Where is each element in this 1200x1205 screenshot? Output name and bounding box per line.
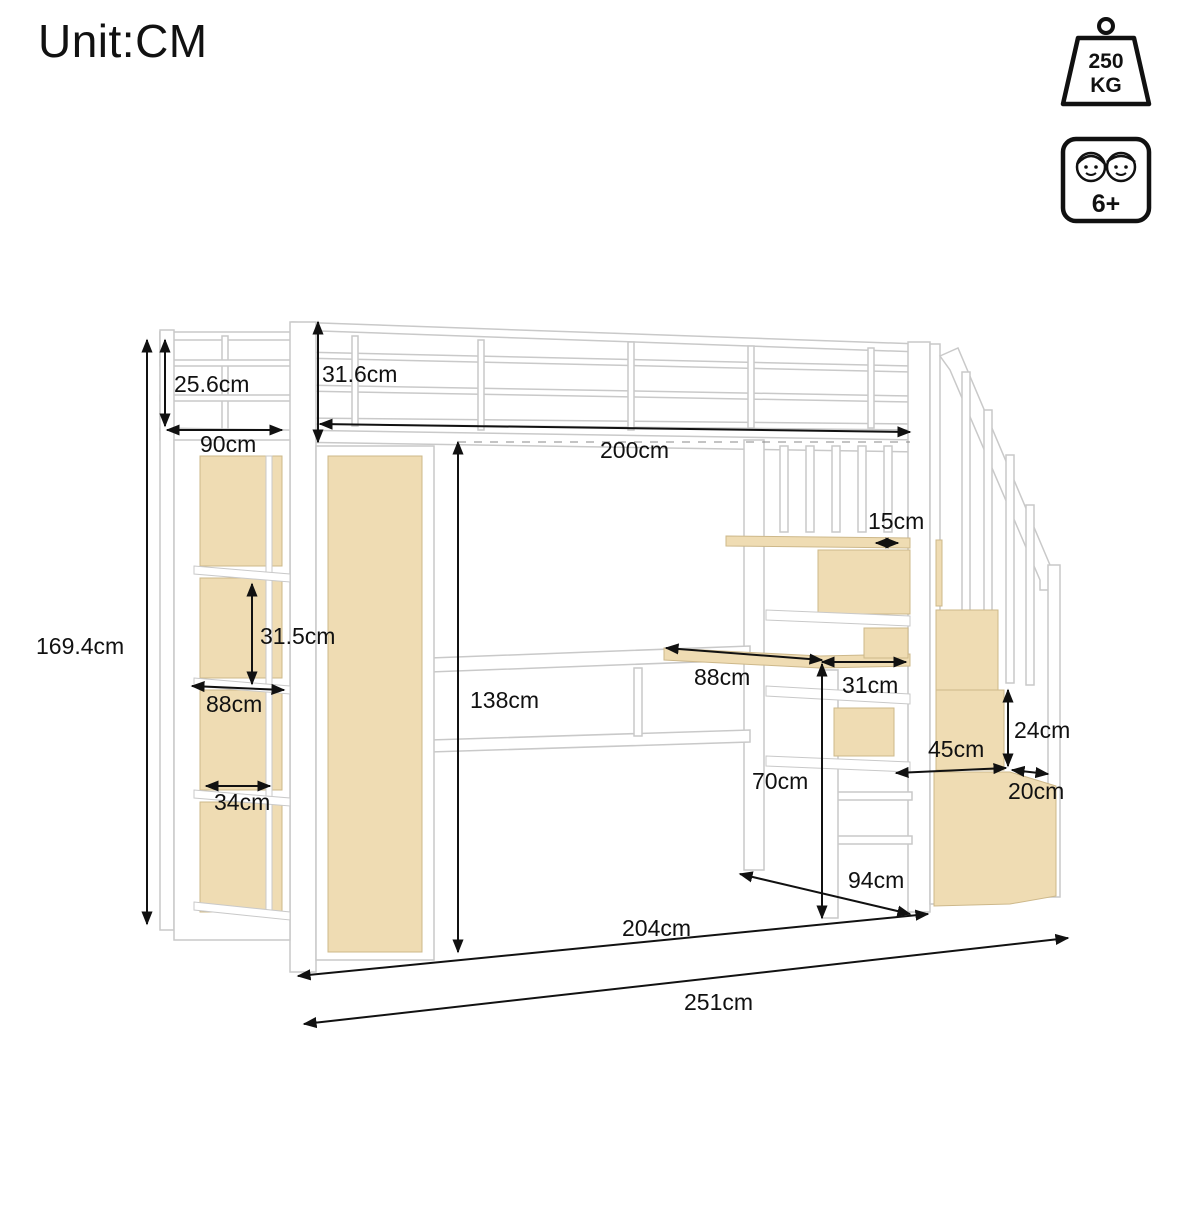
label-step-depth: 20cm bbox=[1008, 778, 1064, 804]
dimension-lines bbox=[141, 320, 1070, 1029]
label-rail-height-top: 31.6cm bbox=[322, 361, 397, 387]
label-bed-width: 90cm bbox=[200, 431, 256, 457]
label-shelf-height: 31.5cm bbox=[260, 623, 335, 649]
label-shelf-depth: 34cm bbox=[214, 789, 270, 815]
weight-value: 250 bbox=[1088, 50, 1123, 73]
children-faces-icon: 6+ bbox=[1060, 136, 1152, 224]
label-frame-length: 204cm bbox=[622, 915, 691, 941]
desk-and-stairs bbox=[663, 535, 1057, 907]
age-badge: 6+ bbox=[1060, 136, 1152, 224]
label-clearance-height: 138cm bbox=[470, 687, 539, 713]
label-step-width: 45cm bbox=[928, 736, 984, 762]
label-total-height: 169.4cm bbox=[36, 633, 124, 659]
unit-title: Unit:CM bbox=[38, 15, 208, 67]
label-bed-length: 200cm bbox=[600, 437, 669, 463]
label-desk-height: 70cm bbox=[752, 768, 808, 794]
wardrobe-panel bbox=[315, 445, 435, 961]
label-step-shelf: 15cm bbox=[868, 508, 924, 534]
label-shelf-unit-width: 88cm bbox=[206, 691, 262, 717]
label-desk-depth: 31cm bbox=[842, 672, 898, 698]
label-step-rise: 24cm bbox=[1014, 717, 1070, 743]
weight-unit: KG bbox=[1090, 74, 1122, 97]
label-stair-run: 94cm bbox=[848, 867, 904, 893]
weight-badge: 250 KG bbox=[1058, 16, 1154, 110]
label-overall-length: 251cm bbox=[684, 989, 753, 1015]
age-text: 6+ bbox=[1092, 190, 1121, 218]
dimension-labels: 25.6cm 31.6cm 90cm 200cm 169.4cm 31.5cm … bbox=[36, 361, 1070, 1015]
label-desk-length: 88cm bbox=[694, 664, 750, 690]
weight-icon: 250 KG bbox=[1060, 17, 1152, 107]
label-rail-height-left: 25.6cm bbox=[174, 371, 249, 397]
